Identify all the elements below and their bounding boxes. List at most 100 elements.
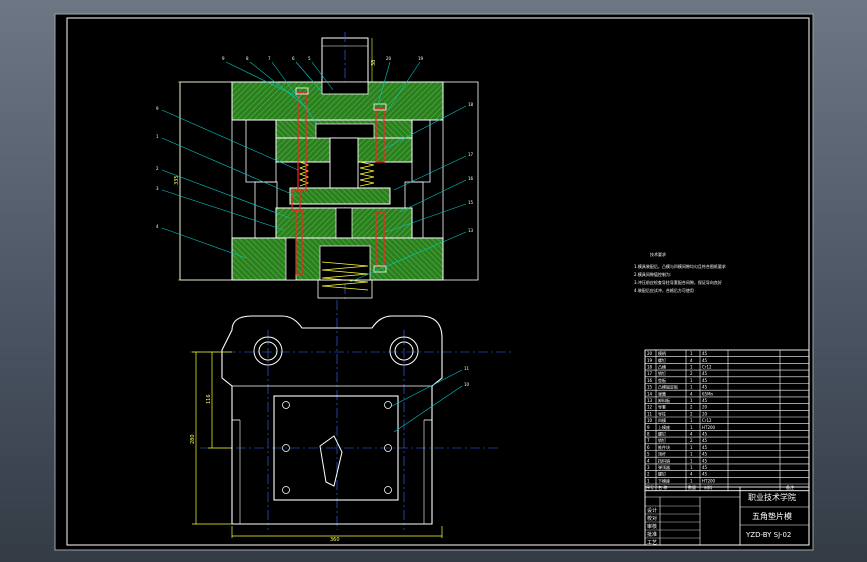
parts-row-name: 上模座: [658, 424, 670, 430]
guide-bush-left: [179, 81, 233, 281]
svg-text:20: 20: [386, 56, 392, 61]
stripper-plate: [289, 187, 391, 205]
svg-text:1: 1: [156, 134, 159, 139]
parts-row-no: 15: [647, 385, 653, 390]
title-block-cell-approve: 批准: [647, 531, 657, 538]
parts-row-no: 8: [647, 432, 650, 437]
parts-row-material: 45: [702, 351, 708, 356]
parts-row-qty: 1: [690, 365, 693, 370]
drawing-name: 五角垫片模: [752, 511, 792, 521]
svg-text:13: 13: [468, 228, 474, 233]
parts-row-no: 3: [647, 465, 650, 470]
parts-row-name: 销钉: [658, 437, 666, 443]
guide-hole-right: [389, 336, 419, 366]
parts-row-no: 5: [647, 452, 650, 457]
parts-row-qty: 1: [690, 418, 693, 423]
sheet-border: [66, 17, 810, 546]
parts-row-qty: 4: [690, 358, 693, 363]
ejector-spring: [321, 261, 369, 291]
parts-row-qty: 4: [690, 472, 693, 477]
parts-row-no: 7: [647, 438, 650, 443]
parts-row-material: 45: [702, 358, 708, 363]
parts-row-name: 螺钉: [658, 471, 666, 477]
title-block: 设计 校对 审核 批准 工艺 职业技术学院 五角垫片模 YZD-BY SJ-02: [644, 486, 810, 546]
tech-req-line-4: 4.装配后应试冲，合格后方可使用: [634, 287, 694, 293]
dim-overall-width: 360: [330, 537, 340, 543]
parts-row-no: 9: [647, 425, 650, 430]
parts-row-material: 20: [702, 405, 708, 410]
parts-row-material: HT200: [702, 425, 716, 430]
leader-lines: [161, 61, 467, 283]
parts-row-qty: 1: [690, 458, 693, 463]
svg-text:3: 3: [156, 186, 159, 191]
parts-row-material: HT200: [702, 478, 716, 483]
parts-row-no: 10: [647, 418, 653, 423]
parts-row-name: 模柄: [658, 350, 666, 356]
svg-text:2: 2: [156, 166, 159, 171]
parts-row-name: 卸料板: [658, 397, 670, 403]
parts-row-qty: 1: [690, 398, 693, 403]
svg-text:17: 17: [468, 152, 474, 157]
parts-row-material: 45: [702, 432, 708, 437]
parts-row-no: 12: [647, 405, 653, 410]
svg-text:19: 19: [418, 56, 424, 61]
parts-row-qty: 1: [690, 452, 693, 457]
tech-req-line-2: 2.模具间隙值控制为:: [634, 271, 671, 277]
parts-row-no: 20: [647, 351, 653, 356]
parts-row-qty: 2: [690, 371, 693, 376]
parts-row-no: 4: [647, 458, 650, 463]
parts-row-name: 挡料销: [658, 457, 670, 463]
svg-text:7: 7: [268, 56, 271, 61]
technical-requirements: 技术要求 1.模具装配后，凸模与凹模间隙均匀且符合图纸要求 2.模具间隙值控制为…: [634, 251, 726, 293]
parts-row-qty: 2: [690, 411, 693, 416]
parts-row-qty: 1: [690, 478, 693, 483]
parts-row-no: 11: [647, 411, 653, 416]
svg-text:11: 11: [464, 366, 470, 371]
parts-row-name: 销钉: [658, 370, 666, 376]
parts-row-qty: 1: [690, 425, 693, 430]
svg-text:16: 16: [468, 176, 474, 181]
parts-row-material: 45: [702, 445, 708, 450]
balloon-labels: 9 8 7 6 5 20 19 9 1 2 3 4 18 17 16 15 13: [156, 56, 474, 233]
parts-row-no: 2: [647, 472, 650, 477]
tech-req-line-3: 3.冲压前应检查导柱导套配合间隙，保证导向良好: [634, 279, 722, 285]
parts-row-material: 45: [702, 385, 708, 390]
parts-row-no: 17: [647, 371, 653, 376]
parts-row-name: 弹簧: [658, 390, 666, 396]
die-screws: [282, 401, 392, 494]
parts-row-material: 45: [702, 452, 708, 457]
parts-row-name: 导柱: [658, 410, 666, 416]
svg-text:5: 5: [308, 56, 311, 61]
svg-text:18: 18: [468, 102, 474, 107]
spring-right: [359, 161, 375, 187]
parts-row-material: 45: [702, 371, 708, 376]
parts-row-qty: 1: [690, 445, 693, 450]
plan-view: 11 10 280 116 360: [190, 300, 512, 543]
parts-row-no: 1: [647, 478, 650, 483]
school-name: 职业技术学院: [748, 492, 796, 502]
parts-row-qty: 1: [690, 465, 693, 470]
parts-row-name: 螺钉: [658, 357, 666, 363]
section-view: 335 38: [156, 32, 479, 300]
parts-row-no: 13: [647, 398, 653, 403]
parts-row-material: Cr12: [702, 418, 712, 423]
parts-row-name: 弹顶器: [658, 464, 670, 470]
parts-row-qty: 4: [690, 432, 693, 437]
die-plan: [273, 395, 399, 501]
parts-row-no: 16: [647, 378, 653, 383]
tech-req-title: 技术要求: [650, 251, 666, 257]
parts-row-no: 14: [647, 391, 653, 396]
parts-row-qty: 1: [690, 385, 693, 390]
svg-text:4: 4: [156, 224, 159, 229]
dim-overall-height: 335: [174, 175, 180, 185]
parts-row-qty: 4: [690, 391, 693, 396]
title-block-cell-process: 工艺: [647, 540, 657, 546]
parts-row-name: 凸模固定板: [658, 384, 678, 390]
parts-row-no: 6: [647, 445, 650, 450]
svg-text:9: 9: [156, 106, 159, 111]
parts-row-material: 45: [702, 378, 708, 383]
guide-hole-left: [253, 336, 283, 366]
parts-row-name: 凸模: [658, 364, 666, 370]
